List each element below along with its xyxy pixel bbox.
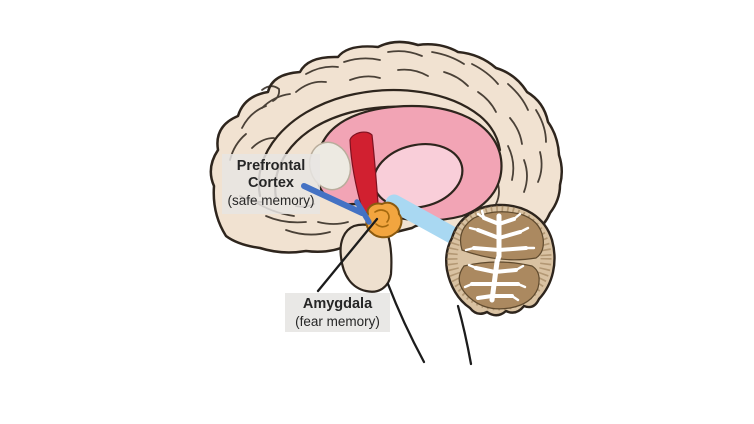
cerebellum [445, 203, 556, 317]
prefrontal-label-sub: (safe memory) [227, 193, 315, 208]
prefrontal-cortex-label: Prefrontal Cortex (safe memory) [222, 158, 320, 209]
prefrontal-label-line2: Cortex [248, 175, 294, 191]
amygdala-region [365, 201, 403, 239]
prefrontal-label-line1: Prefrontal [236, 158, 306, 174]
amygdala-label-box [285, 293, 390, 332]
inhibition-arrow [301, 183, 372, 225]
spinal-cord-lines [386, 282, 473, 366]
amygdala-pointer-line [316, 217, 379, 293]
midbrain-blue-band [385, 194, 461, 244]
amygdala-label-line1: Amygdala [302, 296, 373, 312]
red-region [349, 131, 380, 217]
gyri-lines [229, 50, 547, 236]
amygdala-label-sub: (fear memory) [295, 314, 380, 329]
arbor-vitae-tree [463, 209, 536, 303]
amygdala-label: Amygdala (fear memory) [285, 296, 390, 330]
